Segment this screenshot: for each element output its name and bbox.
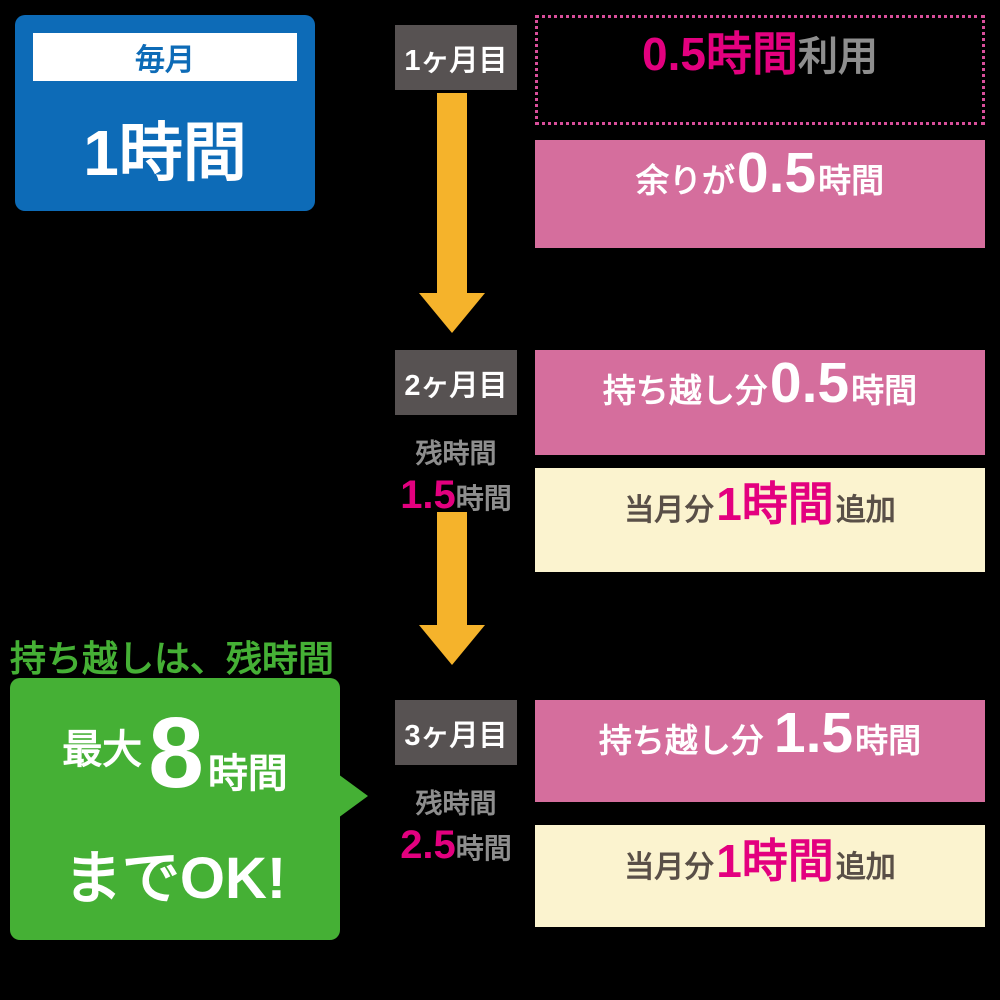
down-arrow-2-head (419, 625, 485, 665)
remainder-prefix: 余りが (635, 162, 735, 199)
added-prefix: 当月分 (624, 494, 715, 527)
remaining-value: 2.5時間 (380, 823, 532, 868)
added-prefix: 当月分 (624, 851, 715, 884)
down-arrow-1-head (419, 293, 485, 333)
carryover-headline: 持ち越しは、残時間 (10, 638, 335, 679)
down-arrow-2-shaft (437, 512, 467, 627)
speech-pointer-triangle (338, 774, 368, 818)
remaining-unit: 時間 (455, 833, 512, 864)
carryover-unit: 時間 (851, 372, 918, 409)
remainder-value: 0.5 (736, 141, 817, 205)
monthly-allowance-card: 毎月 1時間 (15, 15, 315, 211)
carryover-prefix: 持ち越し分 (602, 372, 768, 409)
allowance-amount: 1時間 (83, 117, 247, 189)
remainder-unit: 時間 (818, 162, 885, 199)
carryover-prefix: 持ち越し分 (598, 722, 764, 759)
month-3-label: 3ヶ月目 (395, 700, 517, 765)
carryover-value: 1.5 (773, 701, 854, 765)
remaining-number: 2.5 (400, 823, 456, 867)
carryover-value: 0.5 (769, 351, 850, 415)
max-prefix: 最大 (62, 728, 143, 772)
month-3-remaining: 残時間 2.5時間 (380, 782, 532, 868)
max-value: 8 (148, 697, 204, 809)
usage-suffix: 利用 (797, 35, 878, 79)
added-value: 1時間 (716, 478, 834, 530)
month-1-usage-box: 0.5時間利用 (535, 15, 985, 125)
added-suffix: 追加 (835, 494, 896, 527)
month-2-label: 2ヶ月目 (395, 350, 517, 415)
month-1-label: 1ヶ月目 (395, 25, 517, 90)
monthly-badge: 毎月 (33, 33, 297, 81)
usage-hours: 0.5時間 (642, 28, 798, 80)
remaining-label: 残時間 (415, 439, 497, 469)
remaining-unit: 時間 (455, 483, 512, 514)
remaining-label: 残時間 (415, 789, 497, 819)
added-value: 1時間 (716, 835, 834, 887)
month-2-remaining: 残時間 1.5時間 (380, 432, 532, 518)
remaining-number: 1.5 (400, 473, 456, 517)
remaining-value: 1.5時間 (380, 473, 532, 518)
added-suffix: 追加 (835, 851, 896, 884)
down-arrow-1-shaft (437, 93, 467, 295)
max-unit: 時間 (207, 752, 288, 796)
max-carryover-line2: までOK! (63, 846, 287, 911)
carryover-unit: 時間 (855, 722, 922, 759)
